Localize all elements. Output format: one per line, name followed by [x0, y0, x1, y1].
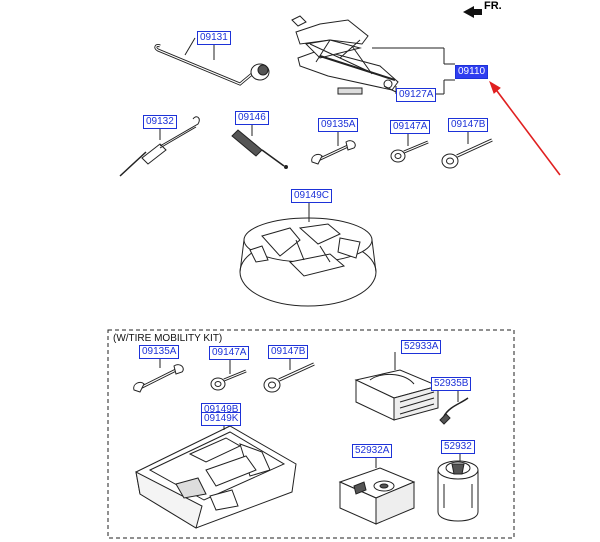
- compressor-icon: [338, 458, 416, 525]
- kit-spanner-icon: [133, 364, 184, 393]
- open-spanner-icon: [311, 140, 356, 165]
- part-label-09147a[interactable]: 09147A: [390, 120, 431, 134]
- kit-part-label-52932[interactable]: 52932: [441, 440, 475, 454]
- kit-part-label-09135a[interactable]: 09135A: [139, 345, 180, 359]
- part-label-09110[interactable]: 09110: [455, 65, 489, 79]
- round-tool-tray-icon: [239, 203, 377, 307]
- sealant-bottle-icon: [437, 452, 479, 522]
- screwdriver-icon: [231, 129, 288, 169]
- scissor-jack-icon: [291, 15, 399, 95]
- kit-part-label-52933a[interactable]: 52933A: [401, 340, 442, 354]
- part-label-09131[interactable]: 09131: [197, 31, 231, 45]
- kit-hose-icon: [439, 390, 469, 425]
- kit-foam-tray-icon: [135, 420, 297, 529]
- kit-eye-bolt-a-icon: [210, 369, 247, 391]
- part-label-09132[interactable]: 09132: [143, 115, 177, 129]
- part-label-09147b[interactable]: 09147B: [448, 118, 489, 132]
- kit-part-label-52932a[interactable]: 52932A: [352, 444, 393, 458]
- kit-part-label-09149k[interactable]: 09149K: [201, 412, 242, 426]
- part-leader-lines: [159, 44, 469, 374]
- long-wrench-icon: [154, 37, 270, 86]
- part-label-09146[interactable]: 09146: [235, 111, 269, 125]
- front-direction-label: FR.: [484, 0, 502, 12]
- kit-case-icon: [354, 352, 440, 421]
- red-pointer-arrow-icon: [489, 80, 561, 176]
- part-label-09127a[interactable]: 09127A: [396, 88, 437, 102]
- eye-bolt-b-icon: [441, 138, 493, 169]
- part-label-09149c[interactable]: 09149C: [291, 189, 333, 203]
- kit-title: (W/TIRE MOBILITY KIT): [113, 333, 223, 344]
- kit-part-label-09147b[interactable]: 09147B: [268, 345, 309, 359]
- kit-eye-bolt-b-icon: [263, 362, 315, 393]
- part-label-09135a[interactable]: 09135A: [318, 118, 359, 132]
- tire-mobility-kit-box: [107, 329, 515, 539]
- hook-tool-icon: [119, 116, 200, 177]
- kit-part-label-52935b[interactable]: 52935B: [431, 377, 472, 391]
- kit-part-label-09147a[interactable]: 09147A: [209, 346, 250, 360]
- eye-bolt-a-icon: [390, 140, 429, 163]
- front-direction-arrow-icon: [463, 6, 482, 18]
- jack-leader-lines: [372, 47, 455, 95]
